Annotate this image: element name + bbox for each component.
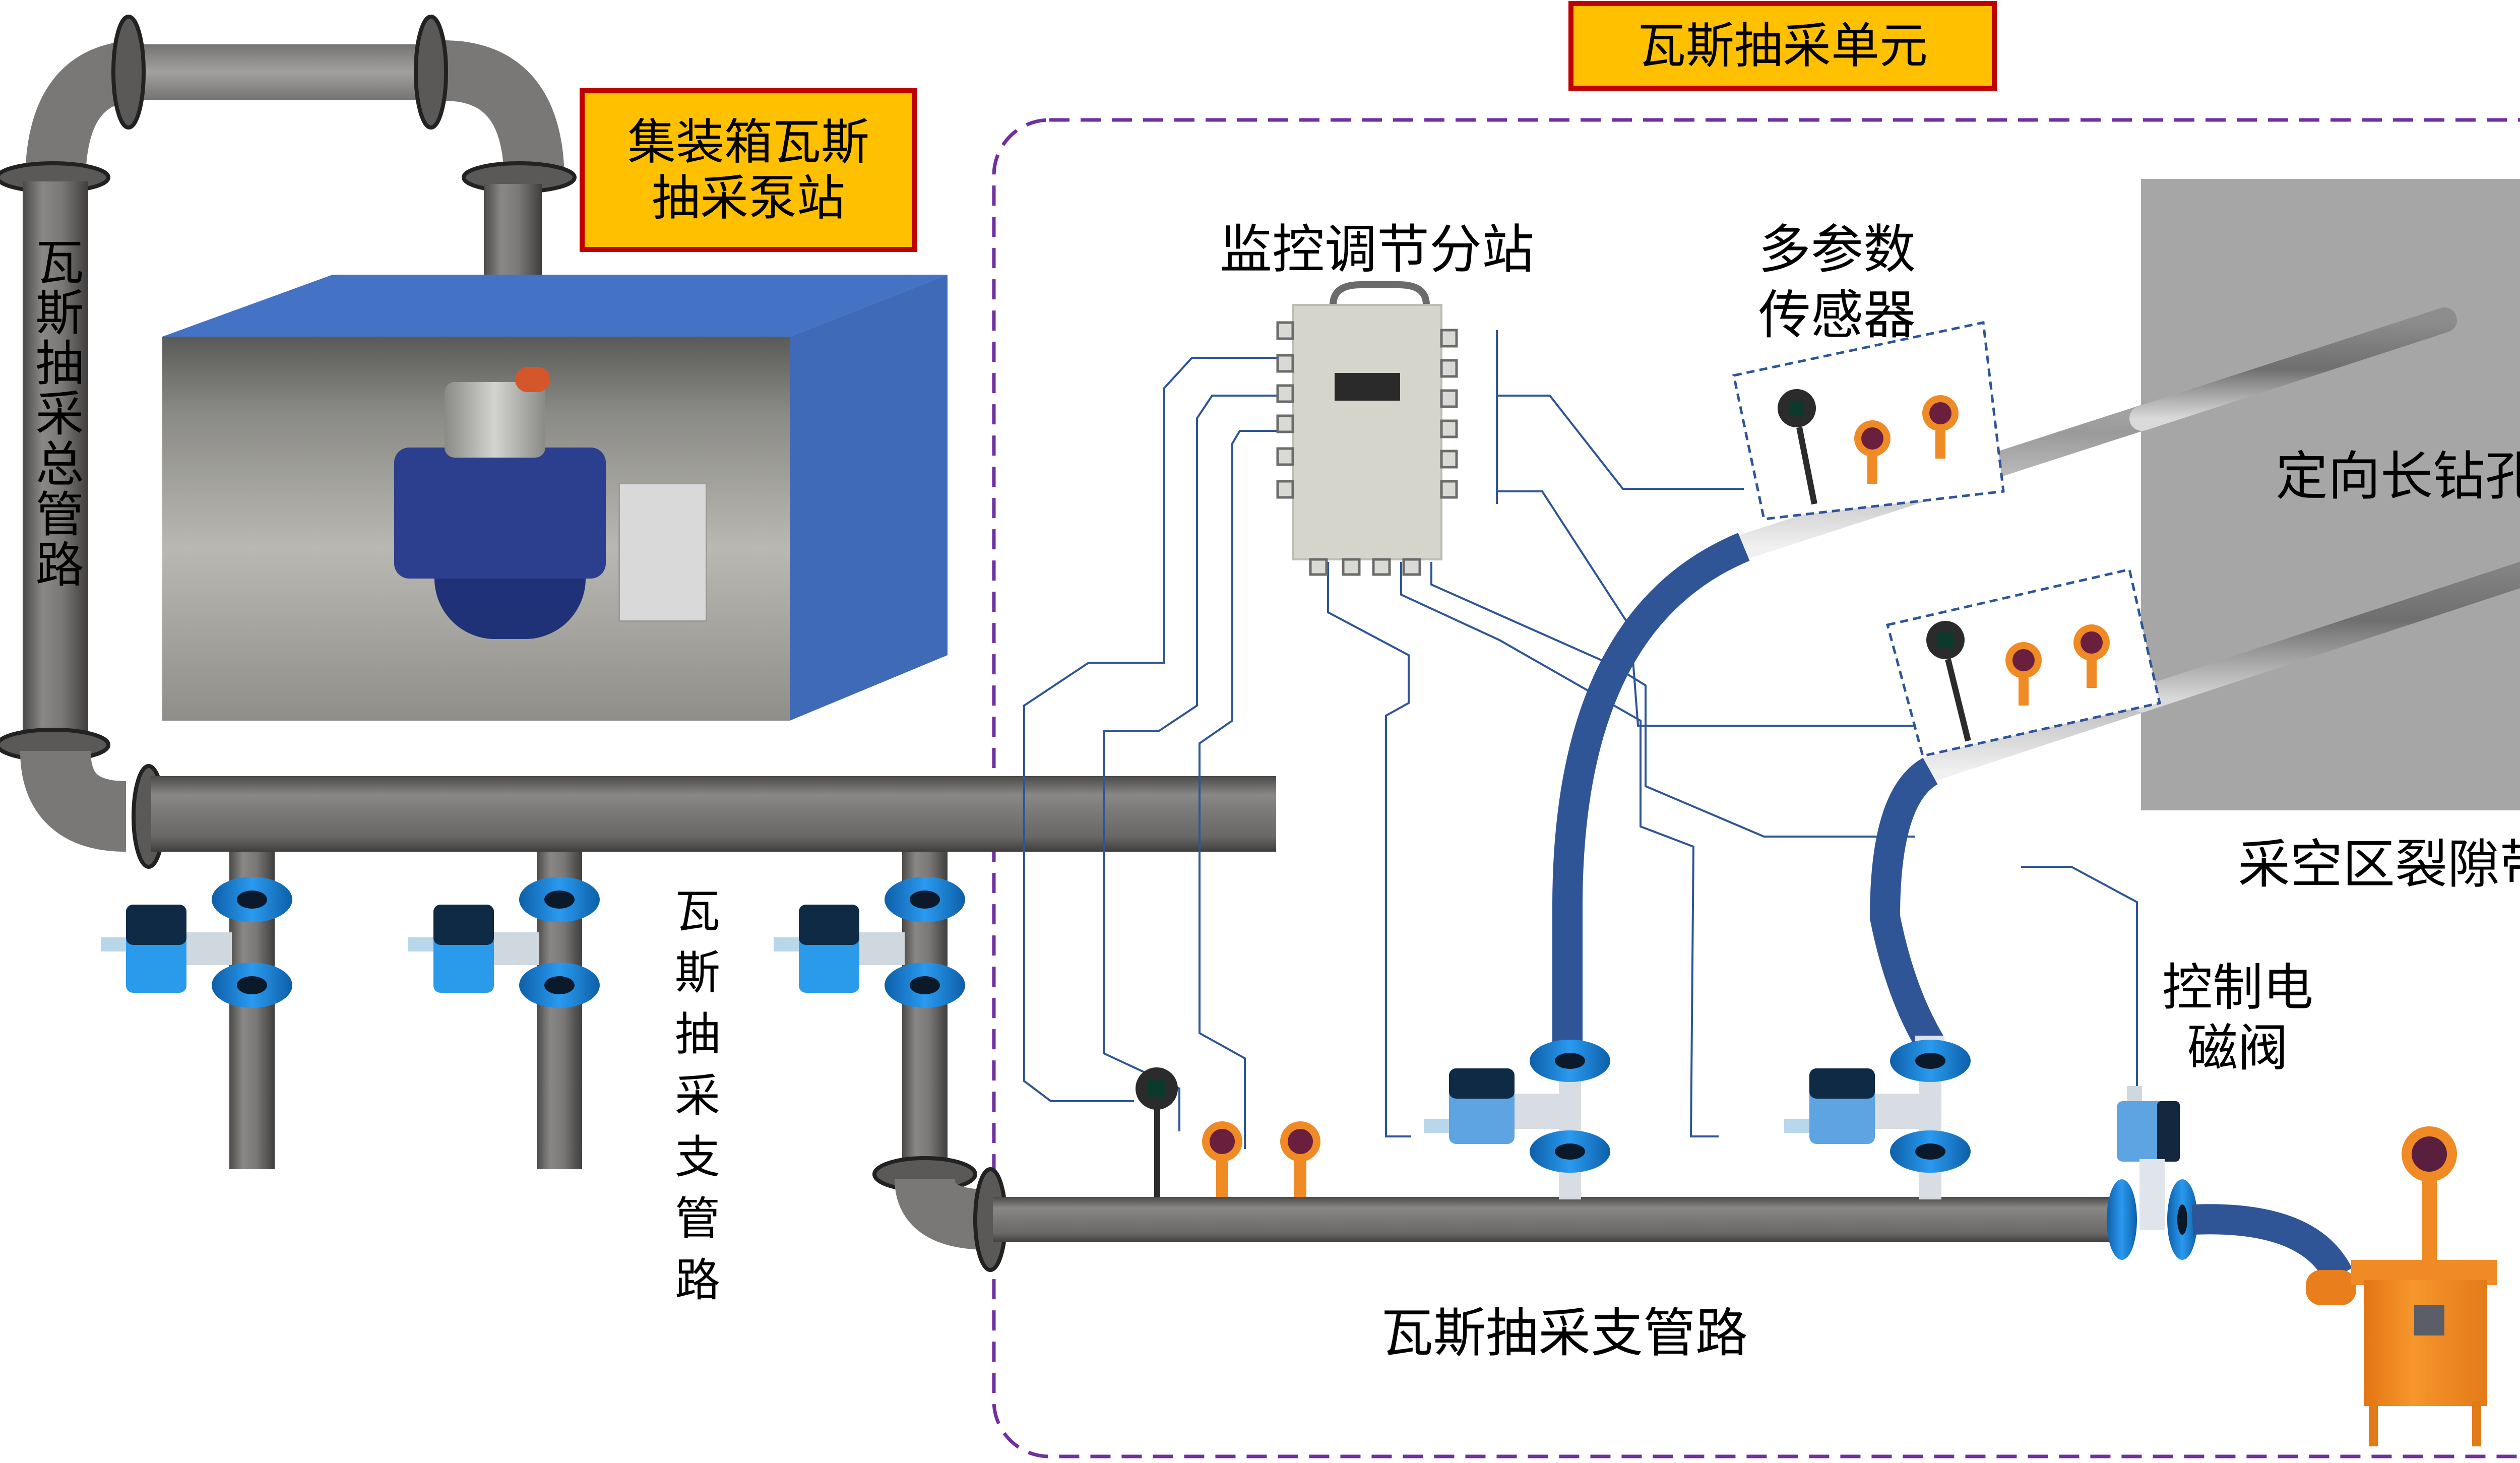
sensor-group-lower — [1885, 568, 2161, 757]
control-solenoid-valve-label: 控制电磁阀 — [2162, 958, 2313, 1077]
branch-valve-3 — [774, 877, 965, 1008]
branch-valve-2 — [408, 877, 600, 1008]
sensor-group-branch — [1136, 1067, 1320, 1197]
pump-tank — [434, 579, 586, 639]
hose-upper — [1552, 533, 1750, 1053]
branch-pipeline-vertical-label: 瓦斯抽采支管路 — [667, 887, 720, 1317]
auto-water-drainer — [2306, 1126, 2497, 1446]
inline-valve-1 — [1424, 1040, 1610, 1199]
main-pipeline-vertical — [23, 181, 88, 746]
branch-valve-1 — [101, 877, 292, 1008]
pump-station-title: 集装箱瓦斯抽采泵站 — [580, 88, 917, 252]
branch-pipeline-horizontal-label: 瓦斯抽采支管路 — [1381, 1302, 1748, 1364]
gas-extraction-unit-title: 瓦斯抽采单元 — [1568, 1, 1997, 91]
main-pipeline-horizontal — [151, 776, 1276, 852]
pump-valve-actuator — [515, 367, 550, 392]
drain-hose — [2191, 1204, 2352, 1283]
branch-pipeline-horizontal — [993, 1197, 2109, 1242]
inline-valve-2 — [1784, 1040, 1971, 1199]
main-pipeline-label: 瓦斯抽采总管路 — [27, 237, 84, 590]
multi-param-sensor-label: 多参数传感器 — [1758, 219, 1916, 346]
monitoring-substation-label: 监控调节分站 — [1220, 219, 1535, 280]
pump-control-cabinet — [618, 483, 707, 622]
goaf-fracture-zone-label: 采空区裂隙带 — [2238, 834, 2520, 895]
control-solenoid-valve — [2107, 1086, 2197, 1260]
pump-station-container — [162, 275, 948, 721]
borehole-lower — [1913, 561, 2520, 784]
sensor-group-upper — [1732, 321, 2005, 521]
pump-inlet — [445, 382, 545, 458]
directional-borehole-label: 定向长钻孔 — [2276, 446, 2520, 507]
pump-station-interior — [162, 337, 790, 721]
goaf-fracture-zone-block — [2141, 179, 2520, 810]
monitoring-substation-device — [1276, 281, 1458, 576]
vacuum-pump-body — [394, 448, 606, 579]
hose-lower — [1869, 757, 1943, 1051]
